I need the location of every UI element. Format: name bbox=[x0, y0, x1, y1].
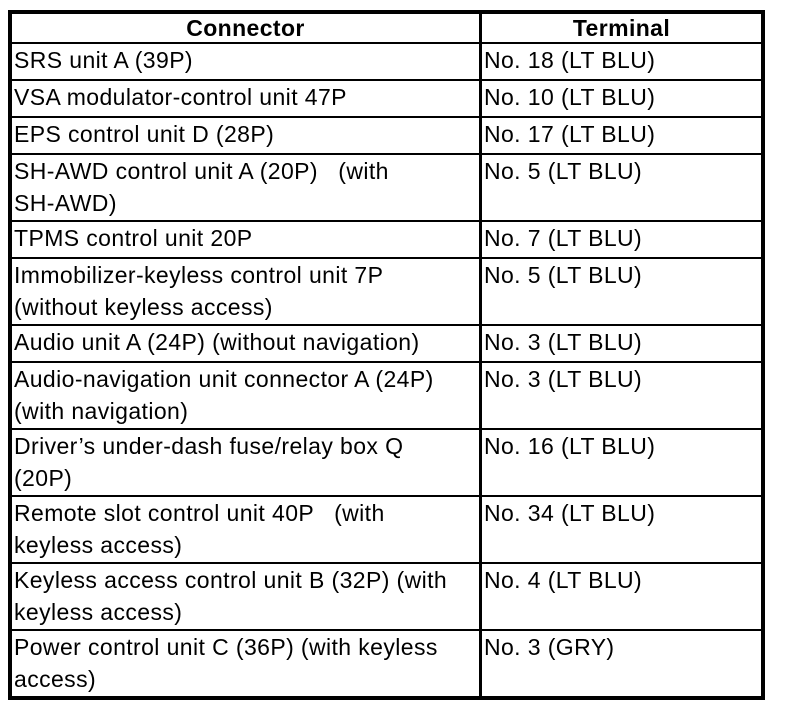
table-row: Audio unit A (24P) (without navigation) … bbox=[8, 324, 764, 363]
table-row: Remote slot control unit 40P (with keyle… bbox=[8, 495, 764, 564]
connector-terminal-table: Connector Terminal SRS unit A (39P) No. … bbox=[8, 10, 765, 700]
connector-cell: EPS control unit D (28P) bbox=[8, 116, 482, 155]
connector-cell: Power control unit C (36P) (with keyless… bbox=[8, 629, 482, 699]
table-row: EPS control unit D (28P) No. 17 (LT BLU) bbox=[8, 116, 764, 155]
page: Connector Terminal SRS unit A (39P) No. … bbox=[0, 10, 800, 702]
table-row: VSA modulator-control unit 47P No. 10 (L… bbox=[8, 79, 764, 118]
terminal-cell: No. 17 (LT BLU) bbox=[479, 116, 764, 155]
table-row: Immobilizer-keyless control unit 7P (wit… bbox=[8, 257, 764, 326]
terminal-cell: No. 10 (LT BLU) bbox=[479, 79, 764, 118]
connector-cell: Driver’s under-dash fuse/relay box Q (20… bbox=[8, 428, 482, 497]
column-header-connector: Connector bbox=[8, 11, 482, 44]
connector-cell: VSA modulator-control unit 47P bbox=[8, 79, 482, 118]
column-header-terminal: Terminal bbox=[479, 11, 764, 44]
terminal-cell: No. 5 (LT BLU) bbox=[479, 153, 764, 222]
table-row: SRS unit A (39P) No. 18 (LT BLU) bbox=[8, 42, 764, 81]
table-row: Driver’s under-dash fuse/relay box Q (20… bbox=[8, 428, 764, 497]
connector-cell: SH-AWD control unit A (20P) (with SH-AWD… bbox=[8, 153, 482, 222]
terminal-cell: No. 5 (LT BLU) bbox=[479, 257, 764, 326]
terminal-cell: No. 34 (LT BLU) bbox=[479, 495, 764, 564]
terminal-cell: No. 16 (LT BLU) bbox=[479, 428, 764, 497]
terminal-cell: No. 4 (LT BLU) bbox=[479, 562, 764, 631]
terminal-cell: No. 3 (GRY) bbox=[479, 629, 764, 699]
table-row: TPMS control unit 20P No. 7 (LT BLU) bbox=[8, 220, 764, 259]
connector-cell: Audio unit A (24P) (without navigation) bbox=[8, 324, 482, 363]
header-row: Connector Terminal bbox=[8, 11, 764, 44]
terminal-cell: No. 18 (LT BLU) bbox=[479, 42, 764, 81]
connector-cell: Keyless access control unit B (32P) (wit… bbox=[8, 562, 482, 631]
connector-cell: TPMS control unit 20P bbox=[8, 220, 482, 259]
table-row: Keyless access control unit B (32P) (wit… bbox=[8, 562, 764, 631]
table-row: SH-AWD control unit A (20P) (with SH-AWD… bbox=[8, 153, 764, 222]
connector-cell: SRS unit A (39P) bbox=[8, 42, 482, 81]
connector-cell: Remote slot control unit 40P (with keyle… bbox=[8, 495, 482, 564]
terminal-cell: No. 3 (LT BLU) bbox=[479, 324, 764, 363]
terminal-cell: No. 3 (LT BLU) bbox=[479, 361, 764, 430]
connector-cell: Audio-navigation unit connector A (24P) … bbox=[8, 361, 482, 430]
table-row: Power control unit C (36P) (with keyless… bbox=[8, 629, 764, 699]
terminal-cell: No. 7 (LT BLU) bbox=[479, 220, 764, 259]
connector-cell: Immobilizer-keyless control unit 7P (wit… bbox=[8, 257, 482, 326]
table-row: Audio-navigation unit connector A (24P) … bbox=[8, 361, 764, 430]
